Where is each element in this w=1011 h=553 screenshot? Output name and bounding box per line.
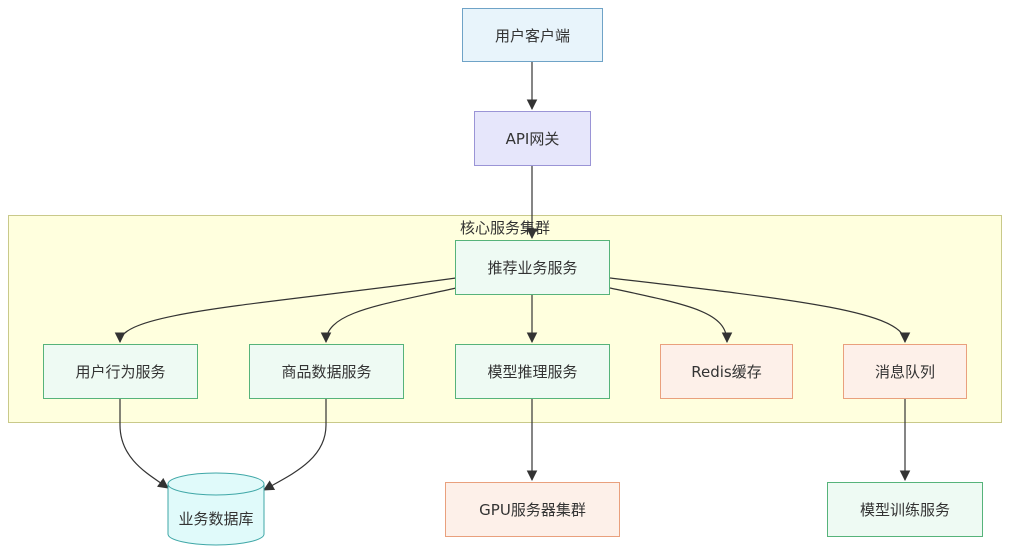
user-behavior-service-node: 用户行为服务 xyxy=(43,344,198,399)
gpu-cluster-label: GPU服务器集群 xyxy=(479,501,586,519)
api-gateway-label: API网关 xyxy=(505,130,560,148)
model-training-service-node: 模型训练服务 xyxy=(827,482,983,537)
edge-recommend-to-redis xyxy=(609,287,733,344)
model-inference-service-label: 模型推理服务 xyxy=(487,363,578,381)
redis-cache-node: Redis缓存 xyxy=(660,344,793,399)
edge-recommend-to-behavior xyxy=(114,277,457,344)
recommend-service-node: 推荐业务服务 xyxy=(455,240,610,295)
product-data-service-node: 商品数据服务 xyxy=(249,344,404,399)
message-queue-node: 消息队列 xyxy=(843,344,967,399)
product-data-service-label: 商品数据服务 xyxy=(281,363,372,381)
database-cylinder xyxy=(167,472,265,546)
edge-recommend-to-product xyxy=(320,287,457,344)
model-training-service-label: 模型训练服务 xyxy=(859,501,950,519)
edge-behavior-to-database xyxy=(119,399,169,489)
client-label: 用户客户端 xyxy=(494,26,570,45)
message-queue-label: 消息队列 xyxy=(874,363,935,381)
edge-recommend-to-mq xyxy=(609,277,911,344)
business-database-label: 业务数据库 xyxy=(178,510,254,528)
api-gateway-node: API网关 xyxy=(474,111,591,166)
redis-cache-label: Redis缓存 xyxy=(691,363,762,381)
model-inference-service-node: 模型推理服务 xyxy=(455,344,610,399)
gpu-cluster-node: GPU服务器集群 xyxy=(445,482,620,537)
edge-product-to-database xyxy=(263,399,327,491)
user-behavior-service-label: 用户行为服务 xyxy=(75,363,166,381)
client-node: 用户客户端 xyxy=(462,8,603,62)
recommend-service-label: 推荐业务服务 xyxy=(487,259,578,277)
